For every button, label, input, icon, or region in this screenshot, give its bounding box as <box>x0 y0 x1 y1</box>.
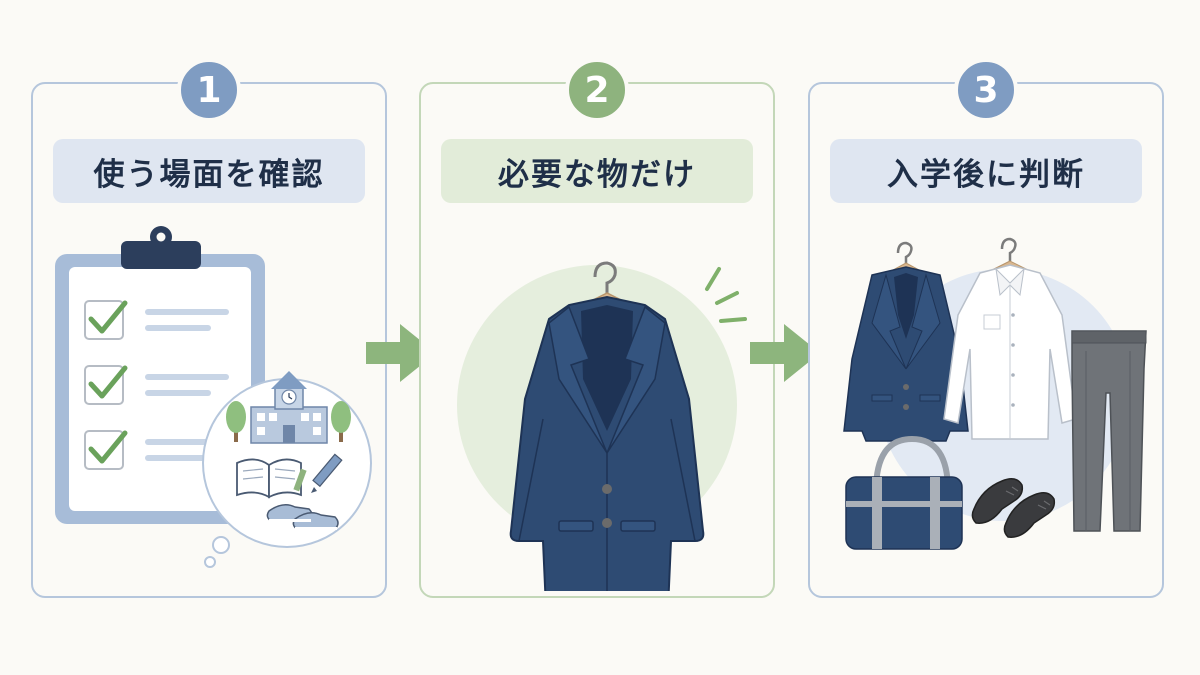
school-scene-bubble <box>202 371 372 568</box>
step-number-2: 2 <box>565 58 629 122</box>
step-number-1: 1 <box>177 58 241 122</box>
blazer-illustration <box>457 261 747 591</box>
checkmark-icon <box>88 300 128 334</box>
school-bag-icon <box>845 435 963 550</box>
checkmark-icon <box>88 430 128 464</box>
navy-blazer <box>843 266 969 442</box>
step-card-2: 2 必要な物だけ <box>419 58 775 598</box>
arrow-right-icon <box>750 324 820 382</box>
step-number-3: 3 <box>954 58 1018 122</box>
sneakers-icon <box>266 504 339 530</box>
sparkle-icon <box>705 267 747 323</box>
step-title-1: 使う場面を確認 <box>53 139 365 203</box>
step-card-3: 3 入学後に判断 <box>808 58 1164 598</box>
arrow-right-icon <box>366 324 436 382</box>
uniform-set-illustration <box>843 237 1147 550</box>
checklist-illustration <box>55 226 372 568</box>
button-icon <box>602 484 612 494</box>
open-book-icon <box>236 458 307 499</box>
tree-icon <box>331 401 351 442</box>
clipboard-clip <box>121 241 201 269</box>
gray-trousers <box>1071 330 1147 532</box>
check-row-2 <box>84 365 229 405</box>
step-title-2: 必要な物だけ <box>441 139 753 203</box>
step-title-3: 入学後に判断 <box>830 139 1142 203</box>
school-building-icon <box>250 371 328 444</box>
navy-blazer <box>509 295 705 591</box>
pencil-icon <box>311 453 343 493</box>
check-row-1 <box>84 300 229 340</box>
pocket-flap <box>620 520 656 532</box>
white-shirt <box>943 264 1077 440</box>
pocket-flap <box>558 520 594 532</box>
button-icon <box>602 518 612 528</box>
checkmark-icon <box>88 365 128 399</box>
step-card-1: 1 使う場面を確認 <box>31 58 387 598</box>
leather-shoes-icon <box>971 478 1056 538</box>
tree-icon <box>226 401 246 442</box>
